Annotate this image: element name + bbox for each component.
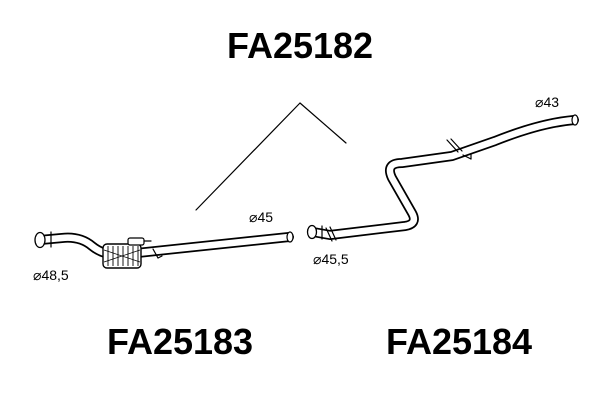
part-number-right: FA25184 xyxy=(386,321,532,362)
dim-left-outlet: ⌀45 xyxy=(249,209,273,225)
diameter-symbol: ⌀ xyxy=(313,251,321,267)
dim-right-inlet: ⌀45,5 xyxy=(313,251,349,267)
diameter-symbol: ⌀ xyxy=(249,209,257,225)
right-pipe xyxy=(306,114,579,242)
diameter-symbol: ⌀ xyxy=(535,94,543,110)
top-part-pointer xyxy=(195,102,347,211)
right-hanger xyxy=(446,138,472,160)
flex-joint xyxy=(102,243,142,269)
part-number-left: FA25183 xyxy=(107,321,253,362)
diameter-symbol: ⌀ xyxy=(33,267,41,283)
left-hanger xyxy=(127,237,163,259)
left-pipe-inlet xyxy=(34,231,46,249)
part-number-top: FA25182 xyxy=(227,25,373,66)
left-pipe xyxy=(34,231,294,269)
dim-right-outlet: ⌀43 xyxy=(535,94,559,110)
right-pipe-inlet xyxy=(306,224,318,240)
dim-left-inlet: ⌀48,5 xyxy=(33,267,69,283)
left-pipe-outlet xyxy=(286,231,294,243)
right-pipe-outlet xyxy=(571,114,579,126)
right-inlet-clamp xyxy=(325,226,337,242)
